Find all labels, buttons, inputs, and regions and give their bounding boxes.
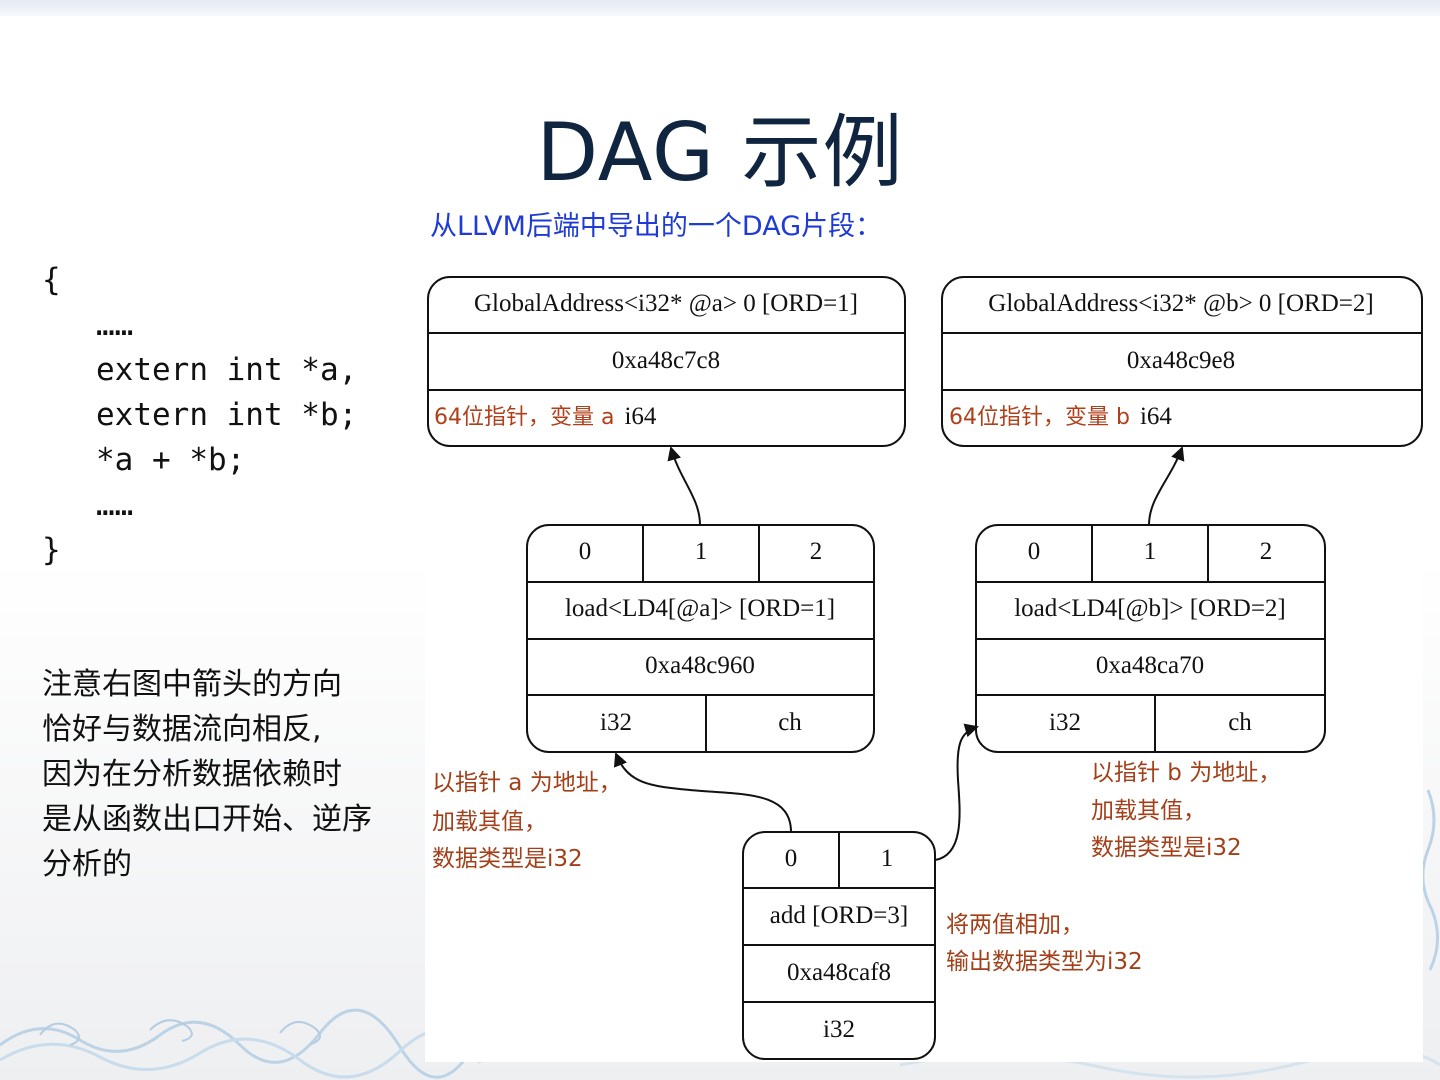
node-output: i32	[1049, 709, 1081, 736]
explanation-note: 注意右图中箭头的方向 恰好与数据流向相反, 因为在分析数据依赖时 是从函数出口开…	[42, 662, 402, 887]
code-line: extern int *a,	[96, 352, 358, 388]
node-output-label: 64位指针，变量 a i64	[434, 403, 657, 430]
annotation-line: 数据类型是i32	[432, 846, 583, 872]
node-port: 1	[695, 538, 708, 565]
code-line: *a + *b;	[96, 442, 246, 478]
node-port: 0	[785, 845, 798, 872]
node-port: 2	[1260, 538, 1273, 565]
slide-title: DAG 示例	[536, 106, 904, 199]
annotation-load-b: 以指针 b 为地址， 加载其值， 数据类型是i32	[1091, 760, 1281, 861]
annotation-line: 以指针 a 为地址，	[432, 770, 622, 796]
code-snippet: { …… extern int *a, extern int *b; *a + …	[42, 258, 357, 573]
node-output-label: 64位指针，变量 b i64	[949, 403, 1172, 430]
annotation-load-a: 以指针 a 为地址， 加载其值， 数据类型是i32	[432, 770, 622, 872]
node-op: load<LD4[@b]> [ORD=2]	[1014, 595, 1286, 622]
node-port: 1	[881, 845, 894, 872]
node-address: 0xa48ca70	[1096, 652, 1204, 679]
node-global-address-a: GlobalAddress<i32* @a> 0 [ORD=1] 0xa48c7…	[427, 276, 906, 447]
annotation-line: 加载其值，	[432, 809, 547, 835]
node-port: 0	[579, 538, 592, 565]
node-address: 0xa48c9e8	[1127, 347, 1235, 374]
note-line: 分析的	[42, 847, 132, 882]
note-line: 因为在分析数据依赖时	[42, 757, 342, 792]
node-output: ch	[1228, 709, 1252, 736]
node-type: i64	[1140, 403, 1172, 430]
code-line: extern int *b;	[96, 397, 358, 433]
edge-add-to-load-b	[934, 723, 979, 861]
node-note: 64位指针，变量 b	[949, 405, 1130, 430]
edge-load-a-to-ga-a	[667, 446, 701, 526]
code-line: ……	[96, 487, 134, 523]
diagram-title: 从LLVM后端中导出的一个DAG片段：	[430, 211, 883, 242]
diagram-panel	[425, 200, 1423, 1062]
annotation-line: 加载其值，	[1091, 798, 1206, 824]
node-load-a: 0 1 2 load<LD4[@a]> [ORD=1] 0xa48c960 i3…	[526, 524, 875, 753]
node-output: i32	[600, 709, 632, 736]
annotation-add: 将两值相加， 输出数据类型为i32	[946, 912, 1143, 975]
annotation-line: 以指针 b 为地址，	[1091, 760, 1281, 786]
node-output: i32	[823, 1016, 855, 1043]
code-line: ……	[96, 307, 134, 343]
code-line: {	[42, 262, 61, 298]
annotation-line: 输出数据类型为i32	[946, 949, 1143, 975]
node-address: 0xa48c7c8	[612, 347, 720, 374]
node-global-address-b: GlobalAddress<i32* @b> 0 [ORD=2] 0xa48c9…	[941, 276, 1423, 447]
node-address: 0xa48caf8	[787, 959, 891, 986]
annotation-line: 数据类型是i32	[1091, 835, 1242, 861]
node-port: 0	[1028, 538, 1041, 565]
top-decorative-band	[0, 0, 1440, 16]
node-port: 2	[810, 538, 823, 565]
node-type: i64	[624, 403, 656, 430]
node-address: 0xa48c960	[645, 652, 755, 679]
note-line: 恰好与数据流向相反,	[42, 712, 322, 747]
code-line: }	[42, 532, 61, 568]
wave-decoration-right	[1421, 789, 1439, 971]
node-op: load<LD4[@a]> [ORD=1]	[565, 595, 835, 622]
node-add: 0 1 add [ORD=3] 0xa48caf8 i32	[742, 831, 936, 1060]
note-line: 注意右图中箭头的方向	[42, 667, 342, 702]
annotation-line: 将两值相加，	[946, 912, 1084, 938]
edge-add-to-load-a	[613, 752, 792, 833]
node-op: add [ORD=3]	[770, 902, 908, 929]
node-header: GlobalAddress<i32* @b> 0 [ORD=2]	[988, 290, 1373, 317]
node-output: ch	[778, 709, 802, 736]
node-note: 64位指针，变量 a	[434, 405, 614, 430]
node-load-b: 0 1 2 load<LD4[@b]> [ORD=2] 0xa48ca70 i3…	[975, 524, 1326, 753]
edge-load-b-to-ga-b	[1148, 446, 1185, 526]
node-header: GlobalAddress<i32* @a> 0 [ORD=1]	[474, 290, 858, 317]
node-port: 1	[1144, 538, 1157, 565]
note-line: 是从函数出口开始、逆序	[42, 802, 372, 837]
